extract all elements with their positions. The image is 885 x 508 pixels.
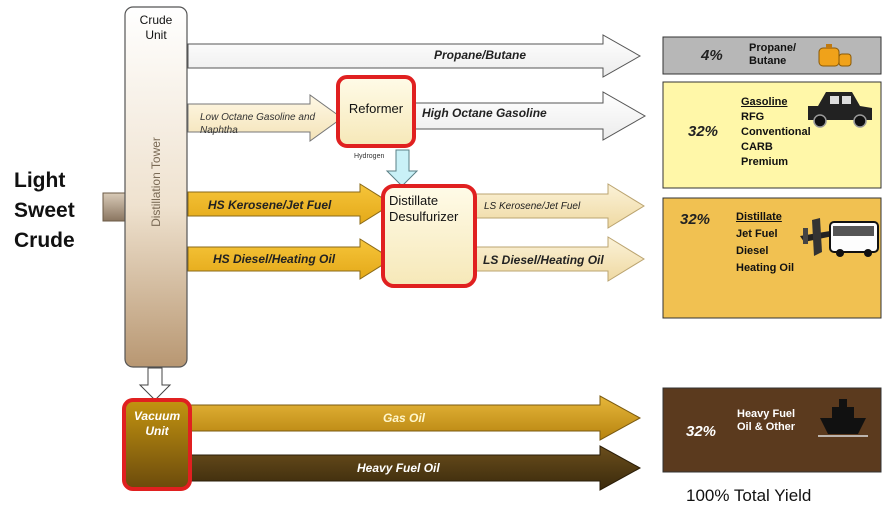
distillation-tower-label: Distillation Tower: [149, 137, 163, 227]
crude-unit-line-2: Unit: [145, 28, 167, 42]
low-octane-line-2: Naphtha: [200, 125, 238, 136]
distillate-item-2: Diesel: [736, 245, 769, 257]
distillate-item-1: Jet Fuel: [736, 228, 778, 240]
propane-butane-arrow: [187, 34, 642, 78]
airplane-icon: [800, 218, 838, 256]
gasoline-title: Gasoline: [741, 96, 788, 108]
gas-oil-arrow: [189, 395, 642, 441]
feed-line-3: Crude: [14, 229, 75, 252]
hydrogen-arrow: [385, 149, 419, 187]
distillate-product-list: Distillate Jet Fuel Diesel Heating Oil: [736, 209, 794, 277]
propane-butane-stream-label: Propane/Butane: [434, 48, 527, 62]
high-octane-arrow: [413, 91, 647, 141]
hs-diesel-arrow: [187, 238, 393, 280]
reformer-unit: [336, 75, 416, 148]
desulfurizer-line-1: Distillate: [389, 193, 439, 208]
gasoline-pct: 32%: [688, 123, 719, 140]
total-yield-label: 100% Total Yield: [686, 486, 812, 505]
gasoline-item-3: CARB: [741, 141, 773, 153]
gasoline-item-2: Conventional: [741, 126, 811, 138]
heavy-product-label: Heavy Fuel Oil & Other: [737, 408, 795, 434]
crude-unit-label: Crude Unit: [125, 13, 187, 43]
high-octane-stream-label: High Octane Gasoline: [422, 106, 547, 120]
heavy-pct: 32%: [686, 423, 717, 440]
propane-line-2: Butane: [749, 55, 787, 67]
ls-kerosene-arrow: [475, 183, 645, 229]
gas-oil-stream-label: Gas Oil: [383, 411, 426, 425]
propane-pct: 4%: [701, 47, 723, 64]
hs-kerosene-stream-label: HS Kerosene/Jet Fuel: [208, 198, 332, 212]
feed-line-1: Light: [14, 169, 66, 192]
gasoline-item-4: Premium: [741, 156, 789, 168]
gasoline-item-1: RFG: [741, 111, 765, 123]
propane-line-1: Propane/: [749, 42, 797, 54]
heavy-line-2: Oil & Other: [737, 421, 796, 433]
ls-diesel-stream-label: LS Diesel/Heating Oil: [483, 253, 604, 267]
distillate-pct: 32%: [680, 211, 711, 228]
crude-unit-line-1: Crude: [139, 13, 173, 27]
propane-tank-icon: [818, 44, 852, 67]
vacuum-unit: [122, 398, 192, 491]
vacuum-unit-line-2: Unit: [145, 424, 169, 438]
feed-line-2: Sweet: [14, 199, 75, 222]
vacuum-unit-label: Vacuum Unit: [126, 409, 188, 439]
tower-label-wrap: Distillation Tower: [96, 137, 216, 227]
low-octane-stream-label: Low Octane Gasoline and Naphtha: [200, 111, 315, 137]
propane-product-label: Propane/ Butane: [749, 42, 796, 68]
distillate-desulfurizer-unit: [381, 184, 477, 288]
ls-kerosene-stream-label: LS Kerosene/Jet Fuel: [484, 201, 581, 212]
crude-distillation-tower: [124, 6, 188, 368]
ship-icon: [818, 399, 868, 437]
car-icon: [808, 92, 872, 128]
gasoline-product-list: Gasoline RFG Conventional CARB Premium: [741, 95, 811, 170]
heavy-fuel-oil-arrow: [189, 445, 642, 491]
distillate-product-box: [662, 197, 882, 319]
desulfurizer-line-2: Desulfurizer: [389, 209, 459, 224]
desulfurizer-label: Distillate Desulfurizer: [389, 193, 473, 225]
feed-label: Light Sweet Crude: [14, 166, 94, 256]
hs-kerosene-arrow: [187, 183, 393, 225]
bus-icon: [829, 221, 879, 257]
low-octane-line-1: Low Octane Gasoline and: [200, 112, 316, 123]
hydrogen-label: Hydrogen: [354, 153, 385, 160]
reformer-label: Reformer: [348, 101, 404, 116]
hs-diesel-stream-label: HS Diesel/Heating Oil: [213, 252, 336, 266]
vacuum-feed-arrow: [138, 367, 172, 401]
ls-diesel-arrow: [475, 236, 645, 282]
heavy-fuel-oil-stream-label: Heavy Fuel Oil: [357, 461, 440, 475]
distillate-item-3: Heating Oil: [736, 262, 795, 274]
low-octane-arrow: [187, 94, 343, 142]
heavy-line-1: Heavy Fuel: [737, 408, 796, 420]
vacuum-unit-line-1: Vacuum: [133, 409, 181, 423]
distillate-title: Distillate: [736, 211, 782, 223]
